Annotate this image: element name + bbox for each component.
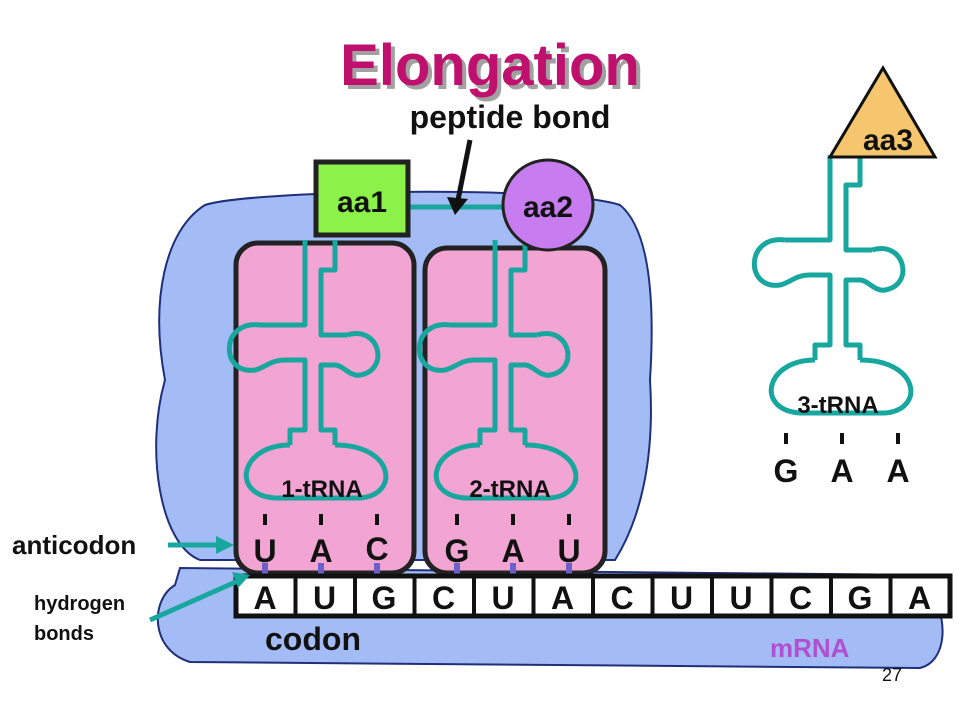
mrna-base-6: A [551, 580, 574, 616]
trna-3-label: 3-tRNA [797, 392, 878, 419]
anticodon-2-base-3: U [557, 533, 580, 569]
mrna-base-3: G [372, 580, 397, 616]
mrna-base-8: U [670, 580, 693, 616]
anticodon-1-base-3: C [365, 531, 388, 567]
anticodon-2-base-2: A [501, 533, 524, 569]
aa2-circle [501, 158, 595, 252]
hydrogen-bonds-arrow [148, 577, 242, 623]
trna-3-molecule [754, 155, 911, 413]
aa3-label: aa3 [863, 124, 913, 157]
anticodon-3-base-2: A [830, 453, 853, 489]
trna-1-label: 1-tRNA [281, 476, 362, 503]
mrna-base-11: G [848, 580, 873, 616]
hydrogen-label-line2: bonds [34, 623, 94, 645]
mrna-base-9: U [729, 580, 752, 616]
mrna-cell-dividers [293, 576, 893, 616]
anticodon-label: anticodon [12, 530, 136, 560]
codon-label: codon [265, 621, 361, 657]
hydrogen-bond-dots [262, 563, 572, 577]
trna-site-1 [233, 240, 417, 576]
mrna-base-7: C [610, 580, 633, 616]
svg-text:Elongation: Elongation [344, 37, 644, 102]
anticodon-arrowhead [216, 536, 234, 554]
hydrogen-bonds-arrowhead [232, 572, 250, 588]
mrna-base-5: U [491, 580, 514, 616]
mrna-base-12: A [908, 580, 931, 616]
aa1-block [313, 159, 411, 238]
trna-2-label: 2-tRNA [469, 476, 550, 503]
mrna-base-4: C [432, 580, 455, 616]
mrna-base-1: A [253, 580, 276, 616]
mrna-base-2: U [313, 580, 336, 616]
page-number: 27 [882, 665, 902, 685]
anticodon-ticks [263, 433, 900, 525]
peptide-bond-label: peptide bond [410, 99, 611, 135]
anticodon-3-base-1: G [774, 453, 799, 489]
aa1-label: aa1 [337, 186, 387, 219]
anticodon-3-base-3: A [886, 453, 909, 489]
mrna-base-10: C [789, 580, 812, 616]
page-title: Elongation [340, 33, 640, 98]
aa3-triangle [827, 65, 938, 159]
mrna-label: mRNA [770, 633, 850, 663]
anticodon-1-base-2: A [309, 533, 332, 569]
hydrogen-label-line1: hydrogen [34, 593, 125, 615]
peptide-bond-arrowhead [447, 197, 468, 215]
anticodon-1-base-1: U [253, 533, 276, 569]
peptide-bond-arrow [455, 139, 473, 201]
aa2-label: aa2 [523, 191, 573, 224]
